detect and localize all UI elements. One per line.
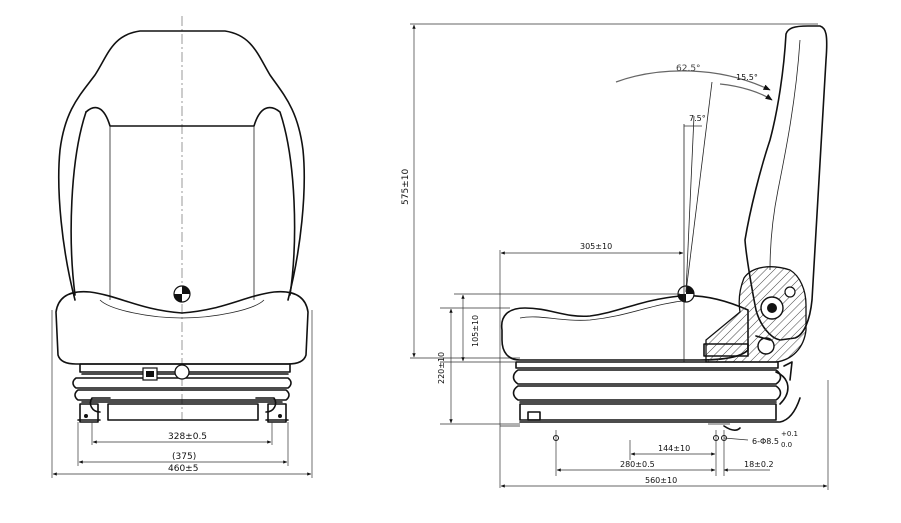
front-view: 328±0.5 (375) 460±5 — [51, 16, 313, 478]
hole-callout: 6-Φ8.5 +0.1 0.0 — [752, 430, 798, 449]
side-base-frame — [500, 397, 801, 441]
svg-text:0.0: 0.0 — [781, 441, 792, 449]
front-backrest-panel — [85, 106, 296, 296]
angle-back: 7.5° — [689, 114, 706, 123]
svg-text:+0.1: +0.1 — [781, 430, 798, 438]
dim-mount-length: 280±0.5 — [620, 460, 655, 469]
dim-hole-offset: 144±10 — [658, 444, 690, 453]
dim-mount-width: 328±0.5 — [168, 432, 207, 442]
front-backrest-outline — [57, 30, 306, 301]
side-suspension-bellows — [512, 361, 793, 405]
dim-hole-spacing: 18±0.2 — [744, 460, 774, 469]
angle-forward: 15.5° — [736, 73, 758, 82]
angle-recline: 62.5° — [676, 64, 701, 74]
dim-overall-depth: 560±10 — [645, 476, 677, 485]
front-sip-marker — [173, 285, 191, 303]
dim-height: 575±10 — [401, 169, 411, 205]
dim-cushion-to-sip: 305±10 — [580, 242, 612, 251]
side-recline-mechanism — [705, 266, 807, 363]
svg-text:6-Φ8.5: 6-Φ8.5 — [752, 437, 779, 446]
front-height-adjuster — [142, 364, 190, 381]
dim-suspension-height: 220±10 — [437, 352, 446, 384]
dim-overall-width: 460±5 — [168, 464, 198, 474]
front-base-frame — [77, 397, 289, 423]
side-view: 575±10 62.5° 15.5° 7.5° — [401, 23, 829, 490]
dim-cushion-thickness: 105±10 — [471, 315, 480, 347]
dim-ref-width: (375) — [172, 452, 196, 462]
